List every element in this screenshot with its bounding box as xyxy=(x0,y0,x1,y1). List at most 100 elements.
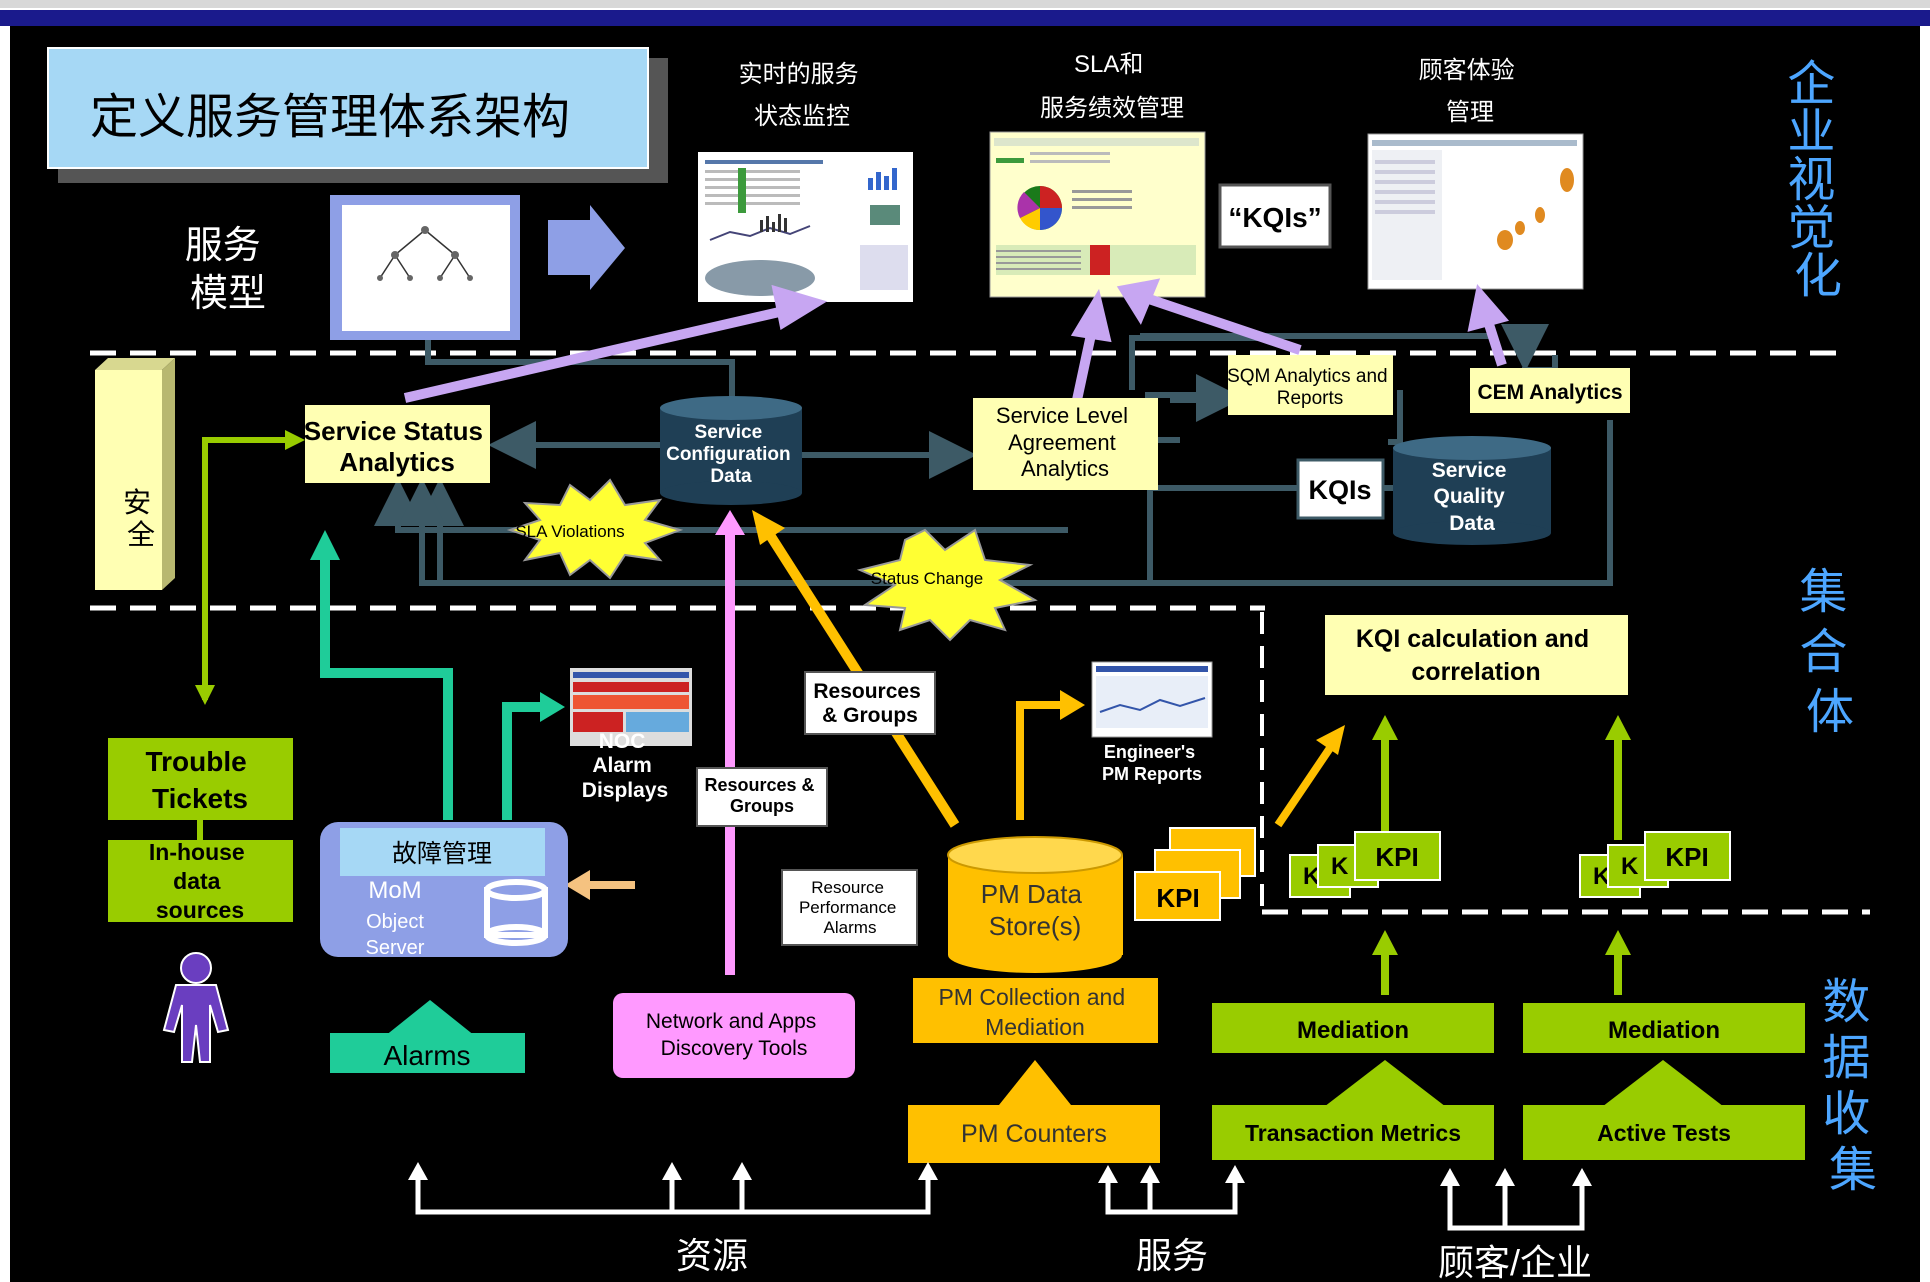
kqi-calc-line: correlation xyxy=(1411,658,1540,686)
pm-store-line: PM Data xyxy=(981,879,1083,909)
layer-char: 觉 xyxy=(1787,202,1835,255)
noc-line: NOC xyxy=(599,730,646,753)
tree-diagram-thumbnail xyxy=(330,195,520,340)
kqis-label: KQIs xyxy=(1308,475,1371,505)
sla-perf-label: SLA和 服务绩效管理 xyxy=(1040,51,1184,122)
title-box: 定义服务管理体系架构 xyxy=(47,47,668,183)
layer-char: 集 xyxy=(1799,566,1847,619)
sla-perf-line: SLA和 xyxy=(1074,51,1143,78)
monitor-thumbnail xyxy=(698,152,913,302)
network-discovery-box xyxy=(613,993,855,1078)
teal-arrows xyxy=(310,530,565,820)
resources-groups-2-box xyxy=(696,767,828,827)
cust-exp-line: 顾客体验 xyxy=(1419,57,1515,84)
header-bar xyxy=(0,10,1930,26)
rpa-line: Resource xyxy=(811,878,884,897)
bottom-label-service: 服务 xyxy=(1136,1235,1208,1276)
database-icon xyxy=(484,879,548,946)
layer-char: 收 xyxy=(1822,1088,1870,1141)
pm-counters-box xyxy=(908,1105,1160,1163)
active-tests-label: Active Tests xyxy=(1597,1120,1731,1146)
kpi-stack-green-2: K K KPI xyxy=(1579,831,1731,898)
mediation-1-label: Mediation xyxy=(1297,1017,1409,1044)
engineer-reports-label: Engineer's PM Reports xyxy=(1102,742,1202,784)
service-quality-label: Service Quality Data xyxy=(1432,459,1513,535)
sqm-line: Reports xyxy=(1277,388,1344,409)
trouble-line: Tickets xyxy=(152,783,248,814)
service-config-label: Service Configuration Data xyxy=(666,422,796,487)
kqi-calc-label: KQI calculation and correlation xyxy=(1356,625,1596,686)
page-title: 定义服务管理体系架构 xyxy=(90,91,570,144)
engineer-reports-thumbnail xyxy=(1091,661,1213,738)
layer-char: 视 xyxy=(1787,154,1835,207)
layer-char: 数 xyxy=(1822,976,1870,1029)
noc-line: Displays xyxy=(582,779,668,802)
service-config-database: Service Configuration Data xyxy=(660,396,802,505)
kpi-label: KPI xyxy=(1665,842,1708,872)
kqi-calc-box xyxy=(1325,615,1628,695)
kpi-partial: K xyxy=(1303,863,1321,890)
kpi-stack-green-1: K K KPI xyxy=(1289,831,1441,898)
scatter-chart-thumbnail xyxy=(1367,133,1584,290)
layer-char: 合 xyxy=(1799,626,1847,679)
mediation-1-box xyxy=(1212,1003,1494,1053)
cem-analytics-label: CEM Analytics xyxy=(1477,381,1622,404)
cust-exp-line: 管理 xyxy=(1446,99,1494,126)
pm-store-label: PM Data Store(s) xyxy=(981,879,1089,941)
inhouse-line: sources xyxy=(156,897,244,923)
rpa-line: Alarms xyxy=(824,918,877,937)
person-icon xyxy=(162,952,230,1063)
inhouse-box xyxy=(108,840,293,922)
layer-char: 企 xyxy=(1787,58,1835,111)
pmc-line: PM Collection and xyxy=(938,984,1125,1010)
alarms-block: Alarms xyxy=(330,1000,525,1073)
sla-analytics-label: Service Level Agreement Analytics xyxy=(996,403,1134,481)
sqm-line: SQM Analytics and xyxy=(1227,366,1388,387)
nd-line: Discovery Tools xyxy=(661,1037,808,1060)
transaction-metrics-box xyxy=(1212,1105,1494,1160)
cem-analytics-box xyxy=(1470,368,1630,413)
scd-line: Configuration xyxy=(666,444,791,465)
eng-line: Engineer's xyxy=(1104,742,1195,762)
pm-data-store: PM Data Store(s) xyxy=(947,836,1123,973)
layer-aggregate-label: 集 合 体 xyxy=(1799,566,1860,739)
layer-char: 业 xyxy=(1787,106,1835,159)
resources-groups-1-box xyxy=(804,671,936,735)
ssa-line: Service Status xyxy=(304,416,483,446)
network-discovery-label: Network and Apps Discovery Tools xyxy=(646,1010,822,1060)
layer-collect-label: 数 据 收 集 xyxy=(1822,976,1883,1197)
alarms-label: Alarms xyxy=(383,1040,470,1071)
sqm-analytics-box xyxy=(1228,355,1393,415)
bottom-label-resources: 资源 xyxy=(676,1235,748,1276)
active-tests-box xyxy=(1523,1105,1805,1160)
service-status-analytics-box xyxy=(305,405,490,483)
eng-line: PM Reports xyxy=(1102,764,1202,784)
green-up-arrows xyxy=(1372,715,1631,995)
status-change-burst: Status Change xyxy=(856,528,1038,642)
service-quality-database: Service Quality Data xyxy=(1393,436,1551,545)
mediation-2-label: Mediation xyxy=(1608,1017,1720,1044)
scd-line: Data xyxy=(710,466,752,487)
resources-groups-2-label: Resources & Groups xyxy=(704,775,819,816)
realtime-line: 实时的服务 xyxy=(739,61,859,88)
ssa-line: Analytics xyxy=(339,447,455,477)
rpa-line: Performance xyxy=(799,898,896,917)
sla-line: Service Level xyxy=(996,403,1128,428)
pink-arrowhead xyxy=(715,510,745,535)
trouble-tickets-label: Trouble Tickets xyxy=(146,746,255,814)
status-change-label: Status Change xyxy=(871,569,983,588)
bottom-label-customer: 顾客/企业 xyxy=(1438,1242,1592,1282)
sqd-line: Service xyxy=(1432,459,1507,482)
arrow-right-icon xyxy=(548,205,625,290)
security-char: 全 xyxy=(127,519,155,550)
rpa-label: Resource Performance Alarms xyxy=(799,878,901,937)
security-char: 安 xyxy=(123,487,151,518)
realtime-line: 状态监控 xyxy=(754,103,850,130)
kqis-box xyxy=(1296,458,1385,520)
kqis-quote-text: “KQIs” xyxy=(1228,202,1321,233)
kqis-quote-box xyxy=(1218,183,1332,249)
fault-management-box: 故障管理 MoM Object Server xyxy=(320,822,568,959)
pie-chart-thumbnail xyxy=(989,131,1206,298)
inhouse-line: In-house xyxy=(149,839,245,865)
